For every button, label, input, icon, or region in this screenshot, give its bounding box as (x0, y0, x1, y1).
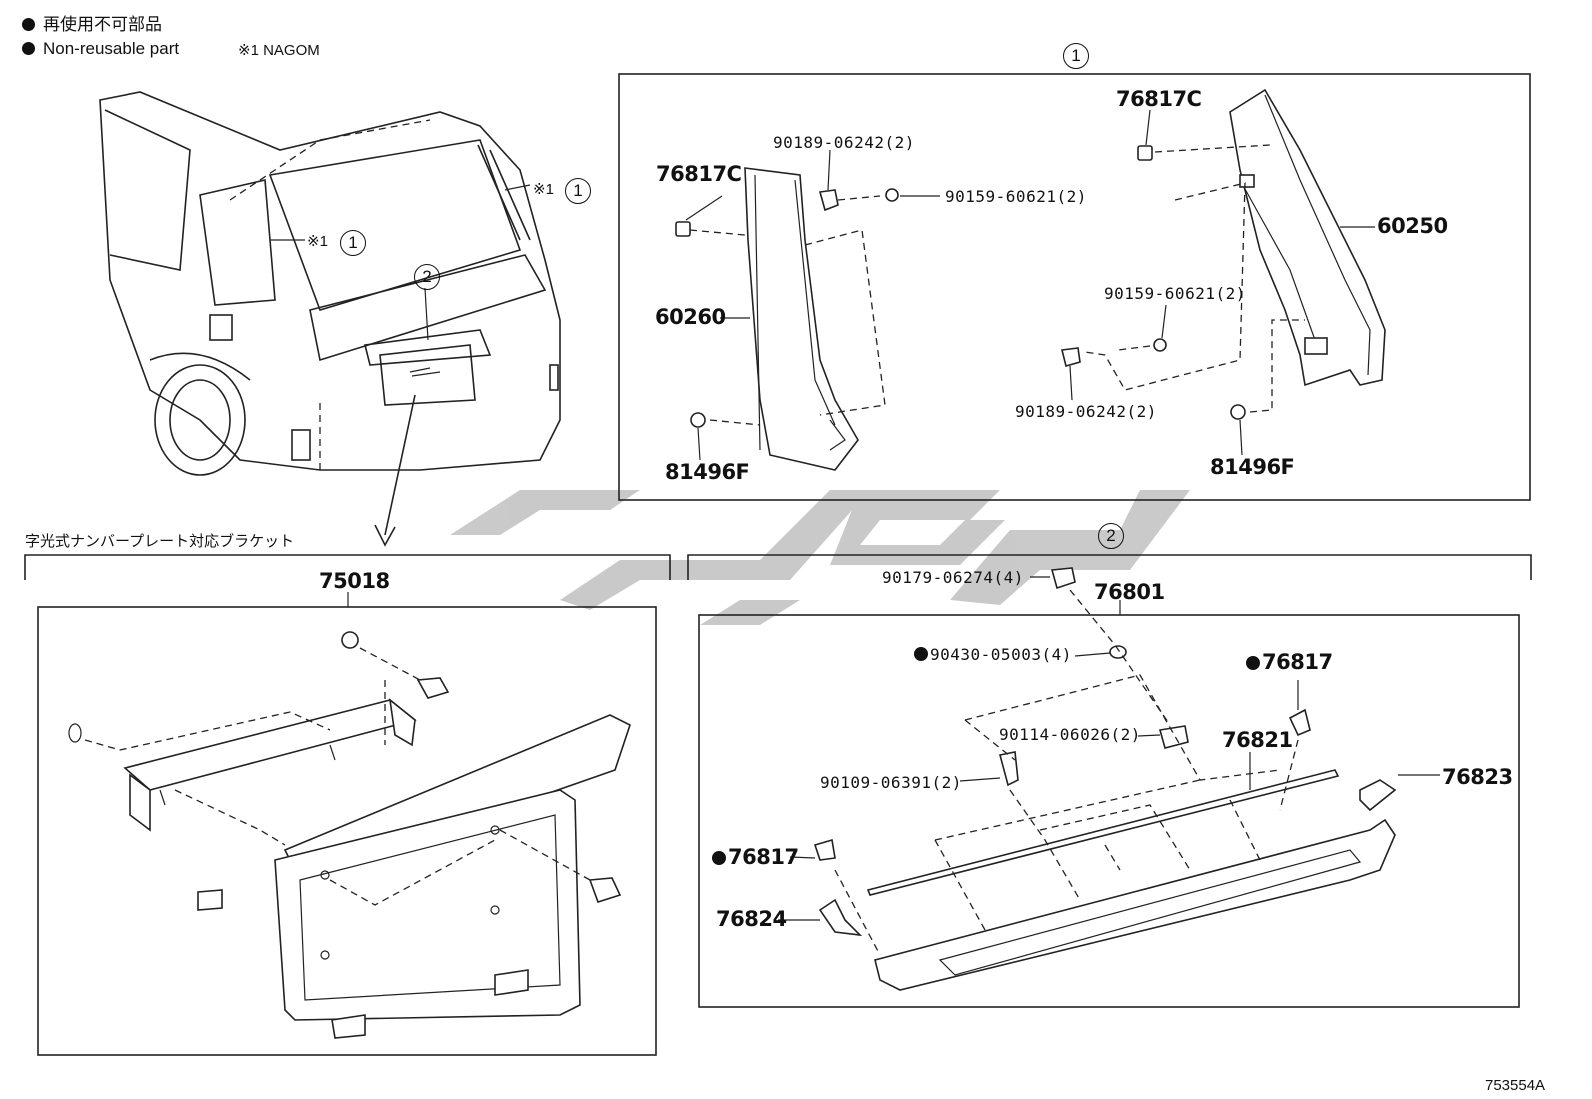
part-60260 (744, 167, 859, 471)
label-76821[interactable]: 76821 (1222, 728, 1293, 752)
label-90179-06274[interactable]: 90179-06274(4) (882, 568, 1024, 587)
label-76817c-left[interactable]: 76817C (656, 162, 742, 186)
section1-frame (618, 73, 1531, 501)
legend-jp-text: 再使用不可部品 (43, 15, 162, 34)
section2-frame (698, 614, 1520, 1008)
section2-brace (687, 554, 1532, 580)
legend-en-line: Non-reusable part (22, 38, 179, 60)
part-60250 (1229, 88, 1386, 387)
label-81496f-left[interactable]: 81496F (665, 460, 750, 484)
vehicle-callout-left-mark: ※1 (307, 233, 328, 250)
bracket-section-brace (24, 554, 671, 580)
label-90430-05003[interactable]: 90430-05003(4) (914, 645, 1072, 664)
diagram-id: 753554A (1485, 1077, 1546, 1094)
legend-note: ※1 NAGOM (238, 42, 320, 59)
label-90159-60621-top[interactable]: 90159-60621(2) (945, 187, 1087, 206)
part-76801 (813, 567, 1397, 991)
legend-jp-line: 再使用不可部品 (22, 14, 162, 36)
legend-en-text: Non-reusable part (43, 39, 180, 58)
label-76817c-right[interactable]: 76817C (1116, 87, 1202, 111)
label-90159-60621-mid[interactable]: 90159-60621(2) (1104, 284, 1246, 303)
filled-dot-icon (22, 42, 35, 55)
vehicle-callout-center-circle: 2 (414, 264, 440, 290)
label-76801[interactable]: 76801 (1094, 580, 1165, 604)
vehicle-rear-view (99, 91, 561, 547)
label-76824[interactable]: 76824 (716, 907, 787, 931)
section2-number-circle: 2 (1098, 523, 1124, 549)
watermark-logo (450, 490, 1190, 625)
vehicle-callout-left-circle: 1 (340, 230, 366, 256)
label-60260[interactable]: 60260 (655, 305, 726, 329)
label-90109-06391[interactable]: 90109-06391(2) (820, 773, 962, 792)
vehicle-callout-right-circle: 1 (565, 178, 591, 204)
label-81496f-right[interactable]: 81496F (1210, 455, 1295, 479)
label-90114-06026[interactable]: 90114-06026(2) (999, 725, 1141, 744)
part-75018 (68, 631, 631, 1039)
label-75018[interactable]: 75018 (319, 569, 390, 593)
label-76817-bottom[interactable]: 76817 (712, 845, 799, 869)
label-76823[interactable]: 76823 (1442, 765, 1513, 789)
section1-number-circle: 1 (1063, 43, 1089, 69)
label-90189-06242-bottom[interactable]: 90189-06242(2) (1015, 402, 1157, 421)
label-76817-top[interactable]: 76817 (1246, 650, 1333, 674)
label-60250[interactable]: 60250 (1377, 214, 1448, 238)
bracket-section-frame (37, 606, 657, 1056)
label-90189-06242-top[interactable]: 90189-06242(2) (773, 133, 915, 152)
vehicle-callout-right-mark: ※1 (533, 181, 554, 198)
filled-dot-icon (22, 18, 35, 31)
bracket-section-title: 字光式ナンバープレート対応ブラケット (25, 533, 295, 550)
